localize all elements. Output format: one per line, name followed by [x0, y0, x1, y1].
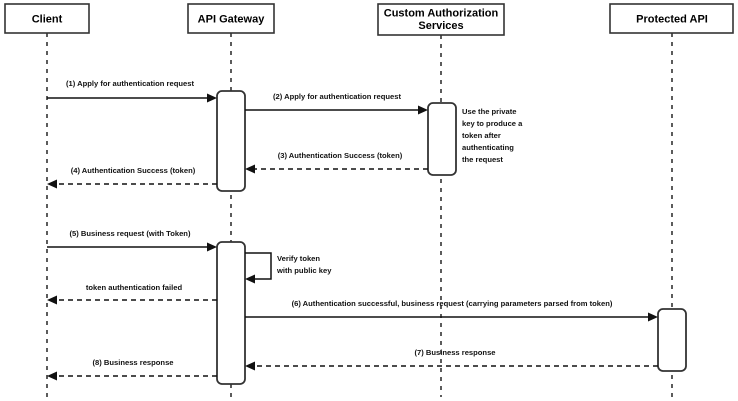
- message-fail-arrowhead: [47, 295, 57, 305]
- message-4-arrowhead: [47, 179, 57, 189]
- message-7[interactable]: (7) Business response: [245, 348, 658, 371]
- message-self-verify-label-line2: with public key: [276, 266, 332, 275]
- message-2-label: (2) Apply for authentication request: [273, 92, 401, 101]
- participant-header-auth[interactable]: Custom Authorization Services: [377, 3, 505, 36]
- message-7-arrowhead: [245, 361, 255, 371]
- message-4[interactable]: (4) Authentication Success (token): [47, 166, 217, 189]
- message-5[interactable]: (5) Business request (with Token): [47, 229, 217, 252]
- activation-bar-auth: [427, 102, 457, 176]
- activation-bar-gateway-auth-phase: [216, 90, 246, 192]
- message-1-label: (1) Apply for authentication request: [66, 79, 194, 88]
- message-5-label: (5) Business request (with Token): [70, 229, 191, 238]
- participant-header-client[interactable]: Client: [4, 3, 90, 34]
- note-line-2: key to produce a: [462, 119, 523, 128]
- note-line-3: token after: [462, 131, 501, 140]
- message-self-verify-token[interactable]: Verify token with public key: [245, 252, 332, 284]
- note-line-1: Use the private: [462, 107, 516, 116]
- message-6[interactable]: (6) Authentication successful, business …: [245, 299, 658, 322]
- note-line-4: authenticating: [462, 143, 514, 152]
- message-8-label: (8) Business response: [92, 358, 173, 367]
- message-3-label: (3) Authentication Success (token): [278, 151, 403, 160]
- message-2[interactable]: (2) Apply for authentication request: [245, 92, 428, 115]
- message-self-verify-label-line1: Verify token: [277, 254, 320, 263]
- participant-label-auth-line2: Services: [418, 20, 463, 32]
- participant-label-api: Protected API: [636, 13, 708, 25]
- message-7-label: (7) Business response: [414, 348, 495, 357]
- message-3-arrowhead: [245, 164, 255, 174]
- lifelines-group: [46, 33, 673, 397]
- participant-box-client: [4, 3, 90, 34]
- message-3[interactable]: (3) Authentication Success (token): [245, 151, 428, 174]
- participant-box-auth: [377, 3, 505, 36]
- message-6-label: (6) Authentication successful, business …: [292, 299, 613, 308]
- message-4-label: (4) Authentication Success (token): [71, 166, 196, 175]
- message-2-arrowhead: [418, 105, 428, 115]
- message-8[interactable]: (8) Business response: [47, 358, 217, 381]
- participant-box-gateway: [187, 3, 275, 34]
- participant-box-api: [609, 3, 734, 34]
- activation-bars-group: [216, 90, 687, 385]
- message-self-verify-arrowhead: [245, 274, 255, 284]
- message-self-verify-line: [245, 252, 272, 280]
- participant-label-gateway: API Gateway: [198, 13, 266, 25]
- message-6-arrowhead: [648, 312, 658, 322]
- activation-bar-gateway-business-phase: [216, 241, 246, 385]
- participant-header-api[interactable]: Protected API: [609, 3, 734, 34]
- message-5-arrowhead: [207, 242, 217, 252]
- participant-label-auth-line1: Custom Authorization: [384, 7, 499, 19]
- message-fail-label: token authentication failed: [86, 283, 183, 292]
- message-1[interactable]: (1) Apply for authentication request: [47, 79, 217, 103]
- message-1-arrowhead: [207, 93, 217, 103]
- participant-label-client: Client: [32, 13, 63, 25]
- note-private-key: Use the private key to produce a token a…: [462, 107, 523, 164]
- note-line-5: the request: [462, 155, 503, 164]
- participant-header-gateway[interactable]: API Gateway: [187, 3, 275, 34]
- message-8-arrowhead: [47, 371, 57, 381]
- activation-bar-api: [657, 308, 687, 372]
- message-token-authentication-failed[interactable]: token authentication failed: [47, 283, 217, 305]
